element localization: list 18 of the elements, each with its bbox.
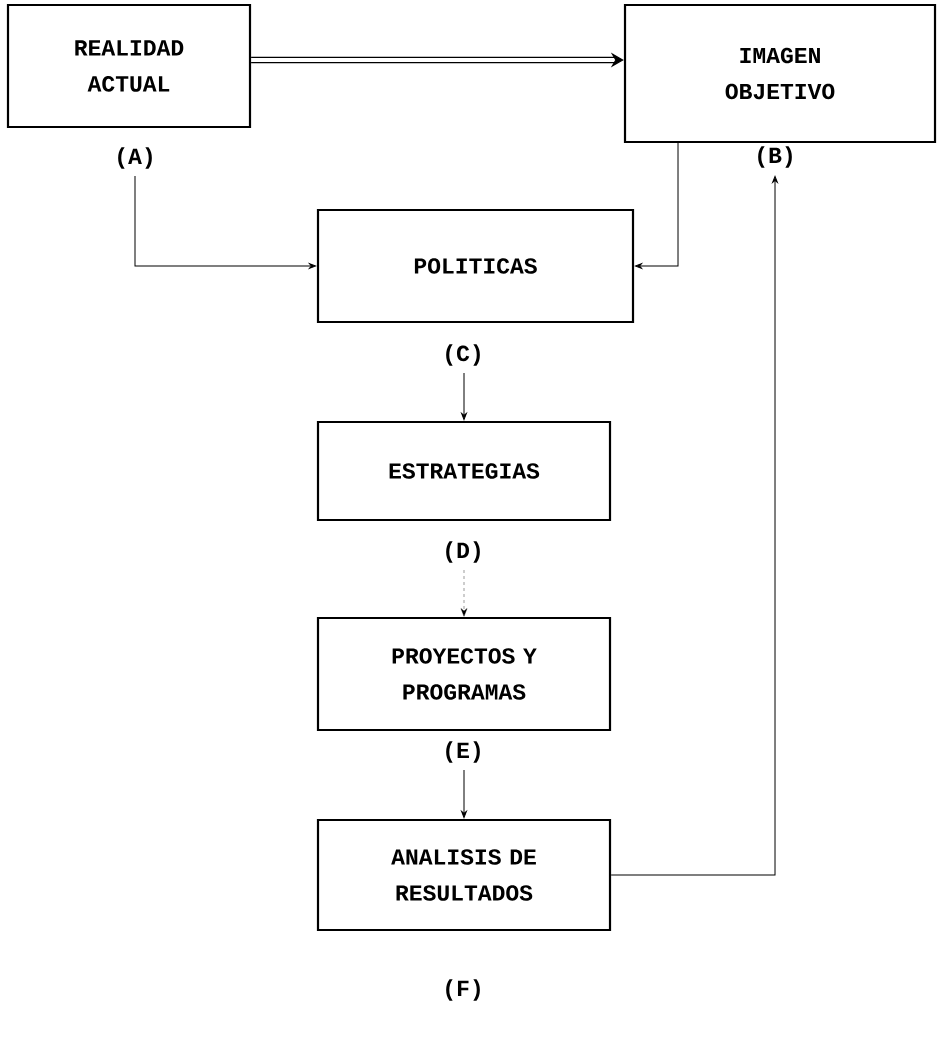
node-caption: (C) <box>446 344 480 366</box>
node-caption: (F) <box>446 979 480 1001</box>
process-box: IMAGEN OBJETIVO <box>623 3 937 144</box>
node-caption: (A) <box>118 147 152 169</box>
process-box: PROYECTOS Y PROGRAMAS <box>316 616 612 732</box>
arrow <box>610 175 778 876</box>
arrow <box>460 569 468 617</box>
process-box: POLITICAS <box>316 208 635 324</box>
arrow <box>461 372 467 420</box>
arrow <box>461 769 467 819</box>
arrow <box>134 175 317 269</box>
arrow <box>635 141 679 269</box>
process-box: ESTRATEGIAS <box>316 420 612 522</box>
node-caption: (D) <box>446 541 480 563</box>
process-box: ANALISIS DE RESULTADOS <box>316 818 612 932</box>
process-box: REALIDAD ACTUAL <box>6 3 252 129</box>
node-caption: (E) <box>446 741 480 763</box>
node-caption: (B) <box>758 146 792 168</box>
